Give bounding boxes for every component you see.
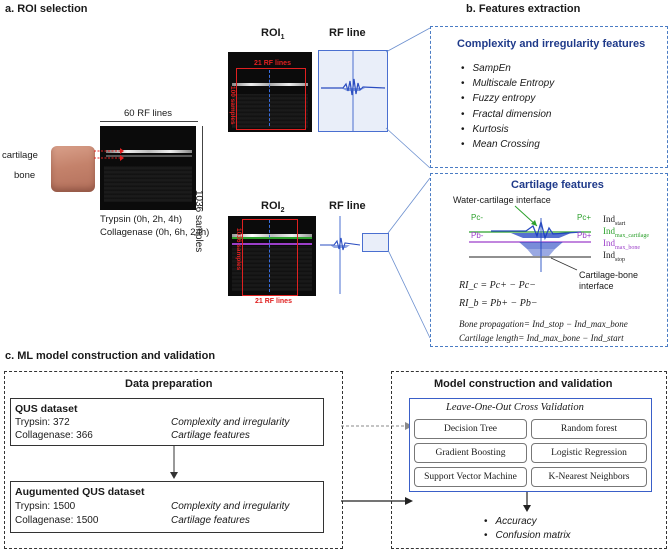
model-construction-box: Model construction and validation Leave-… [391, 371, 667, 549]
cartilage-features-box: Cartilage features Water-cartilage inter… [430, 173, 668, 347]
bone-interface-label: Cartilage-bone interface [579, 270, 639, 291]
feature-item: Fractal dimension [461, 107, 554, 122]
roi1-ultrasound-image: 21 RF lines 100 samples [228, 52, 312, 132]
augmented-dataset-box: Augumented QUS dataset Trypsin: 1500 Com… [10, 481, 324, 533]
augmented-dataset-title: Augumented QUS dataset [15, 486, 145, 498]
prep-to-model-arrows [341, 422, 413, 505]
loocv-box: Leave-One-Out Cross Validation Decision … [409, 398, 652, 492]
qus-collagenase-count: Collagenase: 366 [15, 430, 93, 441]
feature-item: Multiscale Entropy [461, 76, 555, 91]
collagenase-treatment: Collagenase (0h, 6h, 24h) [100, 227, 210, 238]
panel-a-title: a. ROI selection [5, 3, 88, 15]
rf-line-title-1: RF line [329, 27, 366, 39]
water-interface-label: Water-cartilage interface [453, 195, 551, 205]
model-svm: Support Vector Machine [414, 467, 527, 487]
results-list: Accuracy Confusion matrix [484, 515, 571, 543]
rf-line-title-2: RF line [329, 200, 366, 212]
rf-zoom-box [362, 233, 389, 252]
cartilage-rf-waveform [469, 205, 591, 272]
roi2-rf-lines-label: 21 RF lines [255, 298, 292, 305]
pc-minus-label: Pc- [471, 213, 483, 222]
panel-c-title: c. ML model construction and validation [5, 350, 216, 362]
aug-collagenase-count: Collagenase: 1500 [15, 515, 99, 526]
aug-trypsin-features: Complexity and irregularity [171, 501, 290, 512]
ind-max-cartilage-label: Indmax_cartilage [603, 226, 649, 239]
rf-signal-plot-2 [320, 216, 360, 294]
feature-item: Mean Crossing [461, 137, 554, 152]
rf-lines-bracket [100, 121, 198, 122]
model-construction-title: Model construction and validation [434, 378, 613, 390]
roi1-samples-label: 100 samples [229, 86, 236, 125]
qus-collagenase-features: Cartilage features [171, 430, 250, 441]
cartilage-label: cartilage [2, 150, 38, 161]
roi2-samples-label: 1036 samples [235, 228, 242, 271]
rf-signal-plot-1 [318, 50, 388, 132]
qus-trypsin-count: Trypsin: 372 [15, 417, 70, 428]
pb-minus-label: Pb- [471, 231, 484, 240]
pb-plus-label: Pb+ [577, 231, 592, 240]
complexity-features-box: Complexity and irregularity features Sam… [430, 26, 668, 168]
equation-ri-b: RI_b = Pb+ − Pb− [459, 298, 538, 309]
equation-cartilage-length: Cartilage length= Ind_max_bone − Ind_sta… [459, 333, 624, 343]
main-ultrasound-image [100, 126, 196, 210]
samples-count-label: 1036 samples [193, 190, 204, 253]
roi2-title: ROI2 [261, 200, 285, 215]
equation-ri-c: RI_c = Pc+ − Pc− [459, 280, 536, 291]
roi1-rf-lines-label: 21 RF lines [254, 60, 291, 67]
ind-start-label: Indstart [603, 214, 626, 227]
tissue-sample-image [51, 146, 95, 192]
result-confusion-matrix: Confusion matrix [484, 529, 571, 543]
roi2-ultrasound-image: 1036 samples [228, 216, 316, 296]
samples-bracket [202, 126, 203, 210]
roi1-title: ROI1 [261, 27, 285, 42]
loocv-title: Leave-One-Out Cross Validation [446, 402, 584, 413]
aug-collagenase-features: Cartilage features [171, 515, 250, 526]
equation-bone-propagation: Bone propagation= Ind_stop − Ind_max_bon… [459, 319, 628, 329]
model-random-forest: Random forest [531, 419, 647, 439]
model-knn: K-Nearest Neighbors [531, 467, 647, 487]
trypsin-treatment: Trypsin (0h, 2h, 4h) [100, 214, 183, 225]
pc-plus-label: Pc+ [577, 213, 592, 222]
bone-label: bone [14, 170, 36, 181]
rf-lines-count-label: 60 RF lines [124, 108, 173, 119]
aug-trypsin-count: Trypsin: 1500 [15, 501, 76, 512]
panel-b-title: b. Features extraction [466, 3, 581, 15]
cartilage-pointer-arrows [94, 148, 124, 161]
results-arrow [523, 492, 531, 512]
feature-item: Fuzzy entropy [461, 91, 554, 106]
data-preparation-title: Data preparation [125, 378, 213, 390]
feature-item: SampEn [461, 61, 554, 76]
complexity-features-title: Complexity and irregularity features [457, 38, 646, 50]
model-logistic-regression: Logistic Regression [531, 443, 647, 463]
complexity-features-list: SampEn Multiscale Entropy Fuzzy entropy … [461, 61, 555, 152]
data-preparation-box: Data preparation QUS dataset Trypsin: 37… [4, 371, 343, 549]
qus-trypsin-features: Complexity and irregularity [171, 417, 290, 428]
cartilage-features-title: Cartilage features [511, 179, 604, 191]
qus-dataset-box: QUS dataset Trypsin: 372 Complexity and … [10, 398, 324, 446]
ind-stop-label: Indstop [603, 250, 626, 263]
result-accuracy: Accuracy [484, 515, 571, 529]
model-decision-tree: Decision Tree [414, 419, 527, 439]
qus-dataset-title: QUS dataset [15, 403, 78, 415]
feature-item: Kurtosis [461, 122, 554, 137]
zoom-connector-lines [385, 27, 431, 339]
model-gradient-boosting: Gradient Boosting [414, 443, 527, 463]
augment-arrow [170, 446, 178, 479]
ind-max-bone-label: Indmax_bone [603, 238, 640, 251]
